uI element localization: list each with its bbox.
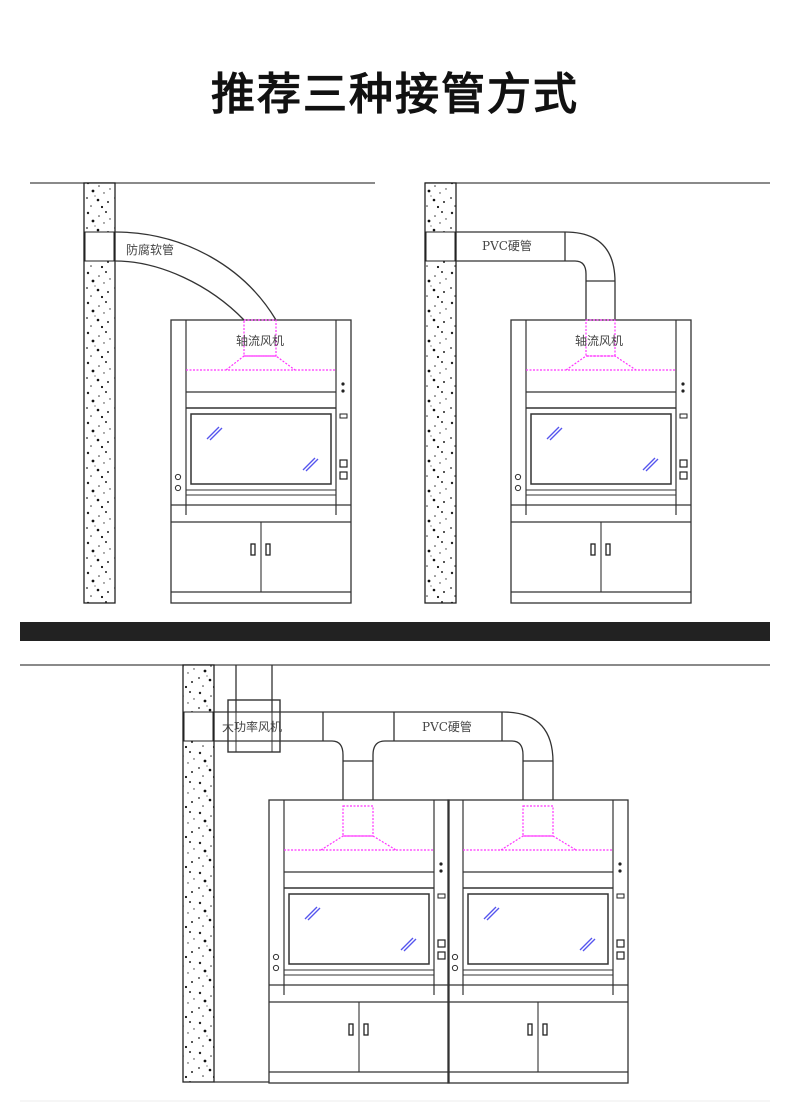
pvc-pipe [214,665,554,800]
soft-duct [114,231,277,321]
fan-label: 轴流风机 [236,333,284,348]
axial-fan-outline [186,319,336,371]
fume-hood-right [447,799,629,1084]
fan-label: 轴流风机 [575,333,623,348]
fume-hood-left [268,799,450,1084]
fume-hood [170,319,352,604]
section-divider-band [20,622,770,641]
hood-outlet-outlines [284,805,613,851]
diagram-soft-duct: 防腐软管 轴流风机 [30,182,375,604]
high-power-fan [227,699,281,753]
pvc-pipe [456,231,616,320]
diagram-high-power-fan: 大功率风机 PVC硬管 [20,664,770,1102]
duct-label: PVC硬管 [482,238,532,253]
duct-label: 防腐软管 [126,242,174,257]
fume-hood [510,319,692,604]
duct-label: PVC硬管 [422,719,472,734]
fan-label: 大功率风机 [222,719,282,734]
diagram-pvc-pipe: PVC硬管 轴流风机 [424,182,770,604]
axial-fan-outline [526,319,676,371]
page-title: 推荐三种接管方式 [211,69,579,120]
